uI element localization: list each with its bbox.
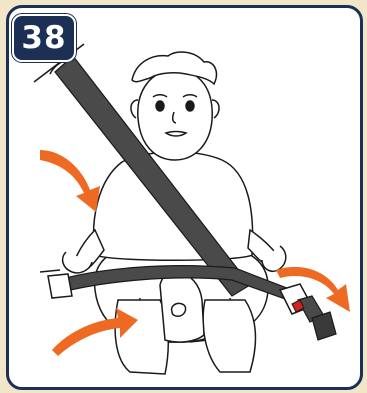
- arrow-chest-icon: [40, 150, 100, 212]
- step-number-badge: 38: [12, 14, 76, 62]
- step-number: 38: [21, 23, 66, 54]
- child-head: [131, 52, 219, 160]
- seat-belt-buckle: [280, 284, 336, 340]
